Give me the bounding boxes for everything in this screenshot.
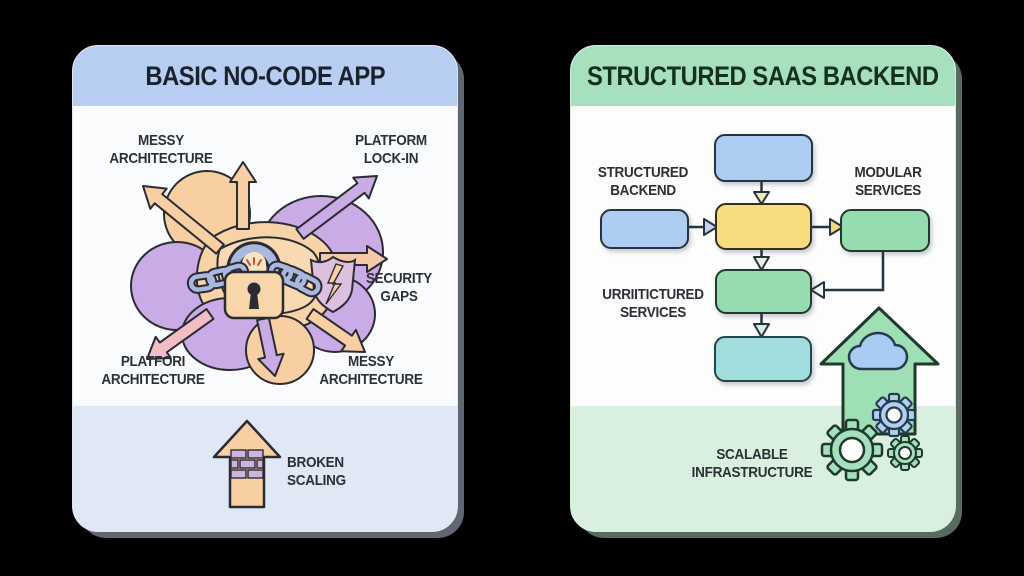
up-right-arrow-icon xyxy=(295,175,378,240)
gear-icon-small-green xyxy=(887,435,923,471)
brick-wall-icon xyxy=(230,449,264,479)
label-unstructured-services: URRIITICTURED SERVICES xyxy=(602,286,704,322)
flow-box-bottom-teal xyxy=(714,336,812,382)
cloud-icon xyxy=(847,331,909,371)
label-broken-scaling: BROKEN SCALING xyxy=(287,454,346,490)
label-messy-architecture-top: MESSY ARCHITECTURE xyxy=(109,132,213,168)
flow-box-center-yellow xyxy=(715,203,812,250)
arrowhead-icon xyxy=(810,281,825,299)
arrowhead-icon xyxy=(753,256,770,271)
cracked-shield-icon xyxy=(309,255,357,314)
arrowhead-icon xyxy=(829,218,844,236)
brick-wall-up-arrow-icon xyxy=(212,419,282,509)
gear-icon-large-green xyxy=(820,418,884,482)
arrowhead-icon xyxy=(753,191,770,205)
left-panel-header: BASIC NO-CODE APP xyxy=(73,46,457,106)
label-platform-architecture: PLATFORI ARCHITECTURE xyxy=(101,353,205,389)
left-panel-basic-no-code-app: BASIC NO-CODE APP MESSY ARCHITECTURE PLA… xyxy=(72,45,458,532)
right-panel-structured-saas-backend: STRUCTURED SAAS BACKEND STRUCTURED BACKE… xyxy=(570,45,956,532)
radiating-arrows xyxy=(142,161,388,377)
label-scalable-infrastructure: SCALABLE INFRASTRUCTURE xyxy=(691,446,813,482)
label-messy-architecture-bottom: MESSY ARCHITECTURE xyxy=(319,353,423,389)
arrowhead-icon xyxy=(753,323,770,338)
label-security-gaps: SECURITY GAPS xyxy=(365,270,433,306)
keyhole xyxy=(247,282,261,296)
flow-box-right-green xyxy=(840,209,930,252)
down-right-arrow-icon xyxy=(305,308,366,353)
down-arrow-icon xyxy=(256,316,285,377)
broken-padlock-chain-icon xyxy=(186,241,323,320)
flow-box-middle-green xyxy=(715,269,812,314)
up-left-arrow-icon xyxy=(142,185,225,255)
right-panel-title: STRUCTURED SAAS BACKEND xyxy=(587,60,939,91)
flowchart-connectors-and-icons xyxy=(685,178,940,482)
label-structured-backend: STRUCTURED BACKEND xyxy=(597,164,689,200)
flowchart-arrowheads xyxy=(703,191,844,338)
label-platform-lock-in: PLATFORM LOCK-IN xyxy=(355,132,427,168)
keyhole xyxy=(249,292,259,309)
gear-icon-blue xyxy=(871,392,917,438)
spark-lines xyxy=(246,257,262,266)
messy-cloud-illustration xyxy=(130,161,388,385)
arrowhead-icon xyxy=(703,218,718,236)
flow-box-top-blue xyxy=(714,134,813,182)
up-arrow-icon xyxy=(229,161,257,230)
flow-box-left-blue xyxy=(600,209,689,249)
label-modular-services: MODULAR SERVICES xyxy=(854,164,922,200)
down-left-arrow-icon xyxy=(146,308,215,360)
right-panel-header: STRUCTURED SAAS BACKEND xyxy=(571,46,955,106)
left-panel-title: BASIC NO-CODE APP xyxy=(145,60,385,91)
peach-blob xyxy=(245,315,315,385)
